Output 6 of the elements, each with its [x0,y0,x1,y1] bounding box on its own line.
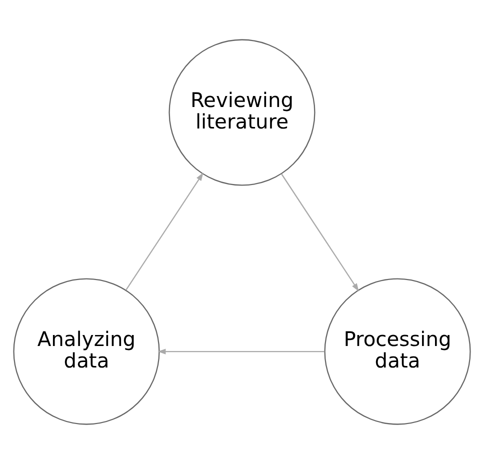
node-circle: Processing data [324,278,471,425]
arrow [126,172,204,290]
node-circle: Reviewing literature [168,39,316,186]
arrow [281,174,359,292]
node-circle: Analyzing data [13,278,160,425]
arrow [158,348,324,354]
